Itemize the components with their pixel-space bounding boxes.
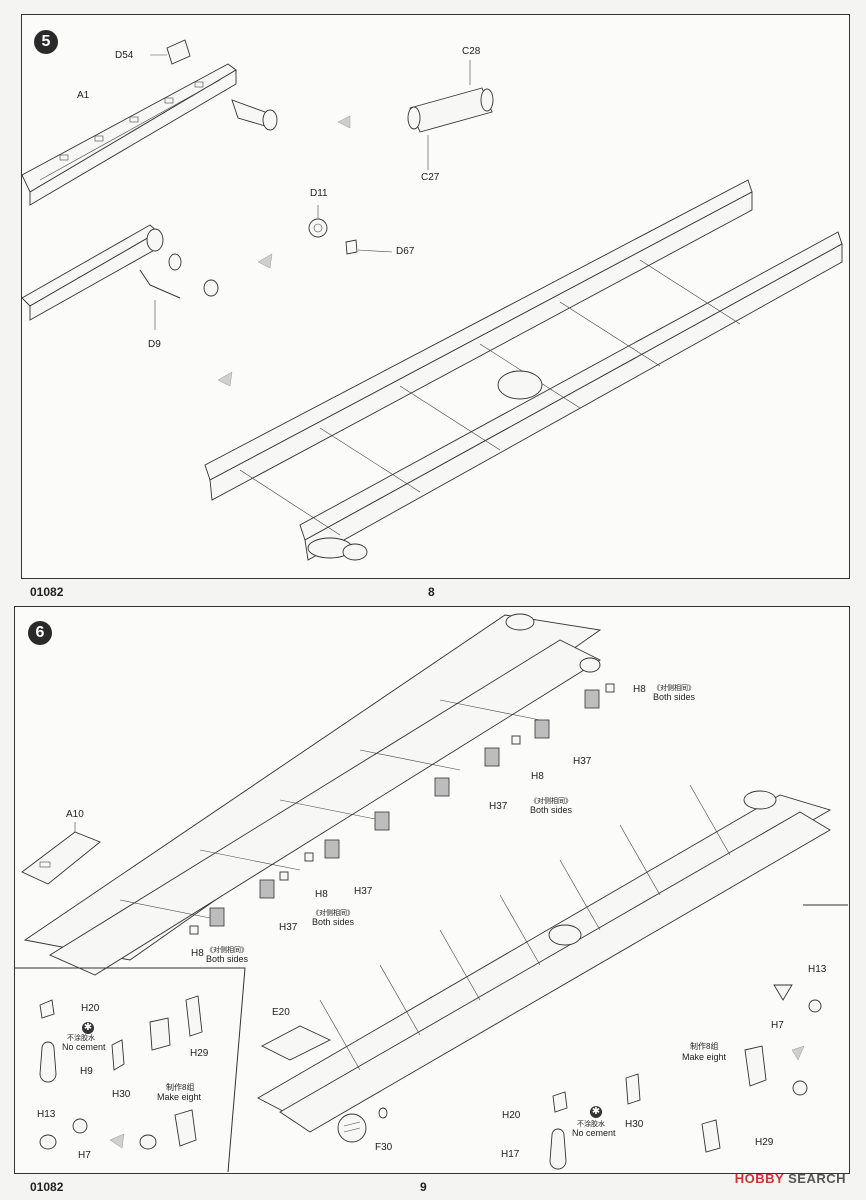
chassis-frame-step6-upper xyxy=(23,613,602,976)
label-h8-mid: H8 xyxy=(531,771,544,782)
part-c27-c28 xyxy=(407,60,494,170)
label-d67: D67 xyxy=(396,246,415,257)
inset-divider xyxy=(14,967,246,1173)
h37-brackets xyxy=(189,683,615,935)
label-c27: C27 xyxy=(421,172,440,183)
label-h8-top: H8 xyxy=(633,684,646,695)
inset-right-parts xyxy=(549,984,822,1170)
label-nocement-right-en: No cement xyxy=(572,1128,616,1138)
label-h20-right: H20 xyxy=(502,1110,521,1121)
part-f30 xyxy=(337,1107,388,1143)
label-nocement-left-en: No cement xyxy=(62,1042,106,1052)
label-both-mid-en: Both sides xyxy=(530,805,573,815)
chassis-frame-step6-lower xyxy=(257,784,832,1133)
label-h7-right: H7 xyxy=(771,1020,784,1031)
label-h29-right: H29 xyxy=(755,1137,774,1148)
label-both-lower-cn: 《对侧相同》 xyxy=(312,910,354,917)
label-h8-left: H8 xyxy=(315,889,328,900)
label-h13-left: H13 xyxy=(37,1109,56,1120)
cylinder-part xyxy=(231,99,278,131)
label-h37-left: H37 xyxy=(354,886,373,897)
label-a1: A1 xyxy=(77,90,90,101)
chassis-frame-step5 xyxy=(204,179,843,561)
kit-number-bottom: 01082 xyxy=(30,1180,64,1194)
label-h20-left: H20 xyxy=(81,1003,100,1014)
label-h37-right: H37 xyxy=(573,756,592,767)
watermark-logo: HOBBY SEARCH xyxy=(734,1171,846,1186)
label-h8-bottom-cn: 《对侧相同》 xyxy=(206,947,248,954)
kit-number-top: 01082 xyxy=(30,585,64,599)
asterisk-icon: ✱ xyxy=(82,1022,94,1034)
label-both-lower-en: Both sides xyxy=(312,917,355,927)
label-make-eight-left-en: Make eight xyxy=(157,1092,202,1102)
inset-left-parts xyxy=(39,995,203,1150)
label-d11: D11 xyxy=(310,188,328,199)
frame-rail-a1 xyxy=(21,63,237,206)
asterisk-icon: ✱ xyxy=(590,1106,602,1118)
label-e20: E20 xyxy=(272,1007,290,1018)
page-number-9: 9 xyxy=(420,1180,427,1194)
label-nocement-left-cn: 不涂胶水 xyxy=(67,1035,95,1042)
part-a10-plate xyxy=(21,822,101,885)
part-e20-plate xyxy=(261,1025,332,1061)
label-h7-left: H7 xyxy=(78,1150,91,1161)
label-d9: D9 xyxy=(148,339,161,350)
label-c28: C28 xyxy=(462,46,481,57)
label-make-eight-left-cn: 制作8组 xyxy=(166,1083,195,1092)
label-h8-top-en: Both sides xyxy=(653,692,696,702)
label-f30: F30 xyxy=(375,1142,393,1153)
label-h8-bottom-en: Both sides xyxy=(206,954,249,964)
label-h29-left: H29 xyxy=(190,1048,209,1059)
part-d54 xyxy=(150,39,191,65)
step-number-6: 6 xyxy=(28,621,52,645)
label-h37-mid: H37 xyxy=(489,801,508,812)
label-a10: A10 xyxy=(66,809,84,820)
label-h13-right: H13 xyxy=(808,964,827,975)
label-h9: H9 xyxy=(80,1066,93,1077)
label-h30-left: H30 xyxy=(112,1089,131,1100)
label-h8-top-cn: 《对侧相同》 xyxy=(653,685,695,692)
step-number-5: 5 xyxy=(34,30,58,54)
direction-arrows-step5 xyxy=(217,115,351,387)
frame-rail-detail xyxy=(21,224,219,330)
label-make-eight-right-en: Make eight xyxy=(682,1052,727,1062)
label-h17: H17 xyxy=(501,1149,520,1160)
label-both-mid-cn: 《对侧相同》 xyxy=(530,798,572,805)
part-d11-d67 xyxy=(308,205,393,255)
label-h37-lower: H37 xyxy=(279,922,298,933)
label-h30-right: H30 xyxy=(625,1119,644,1130)
label-make-eight-right-cn: 制作8组 xyxy=(690,1042,719,1051)
label-h8-bottom: H8 xyxy=(191,948,204,959)
label-nocement-right-cn: 不涂胶水 xyxy=(577,1121,605,1128)
label-d54: D54 xyxy=(115,50,134,61)
page-number-8: 8 xyxy=(428,585,435,599)
